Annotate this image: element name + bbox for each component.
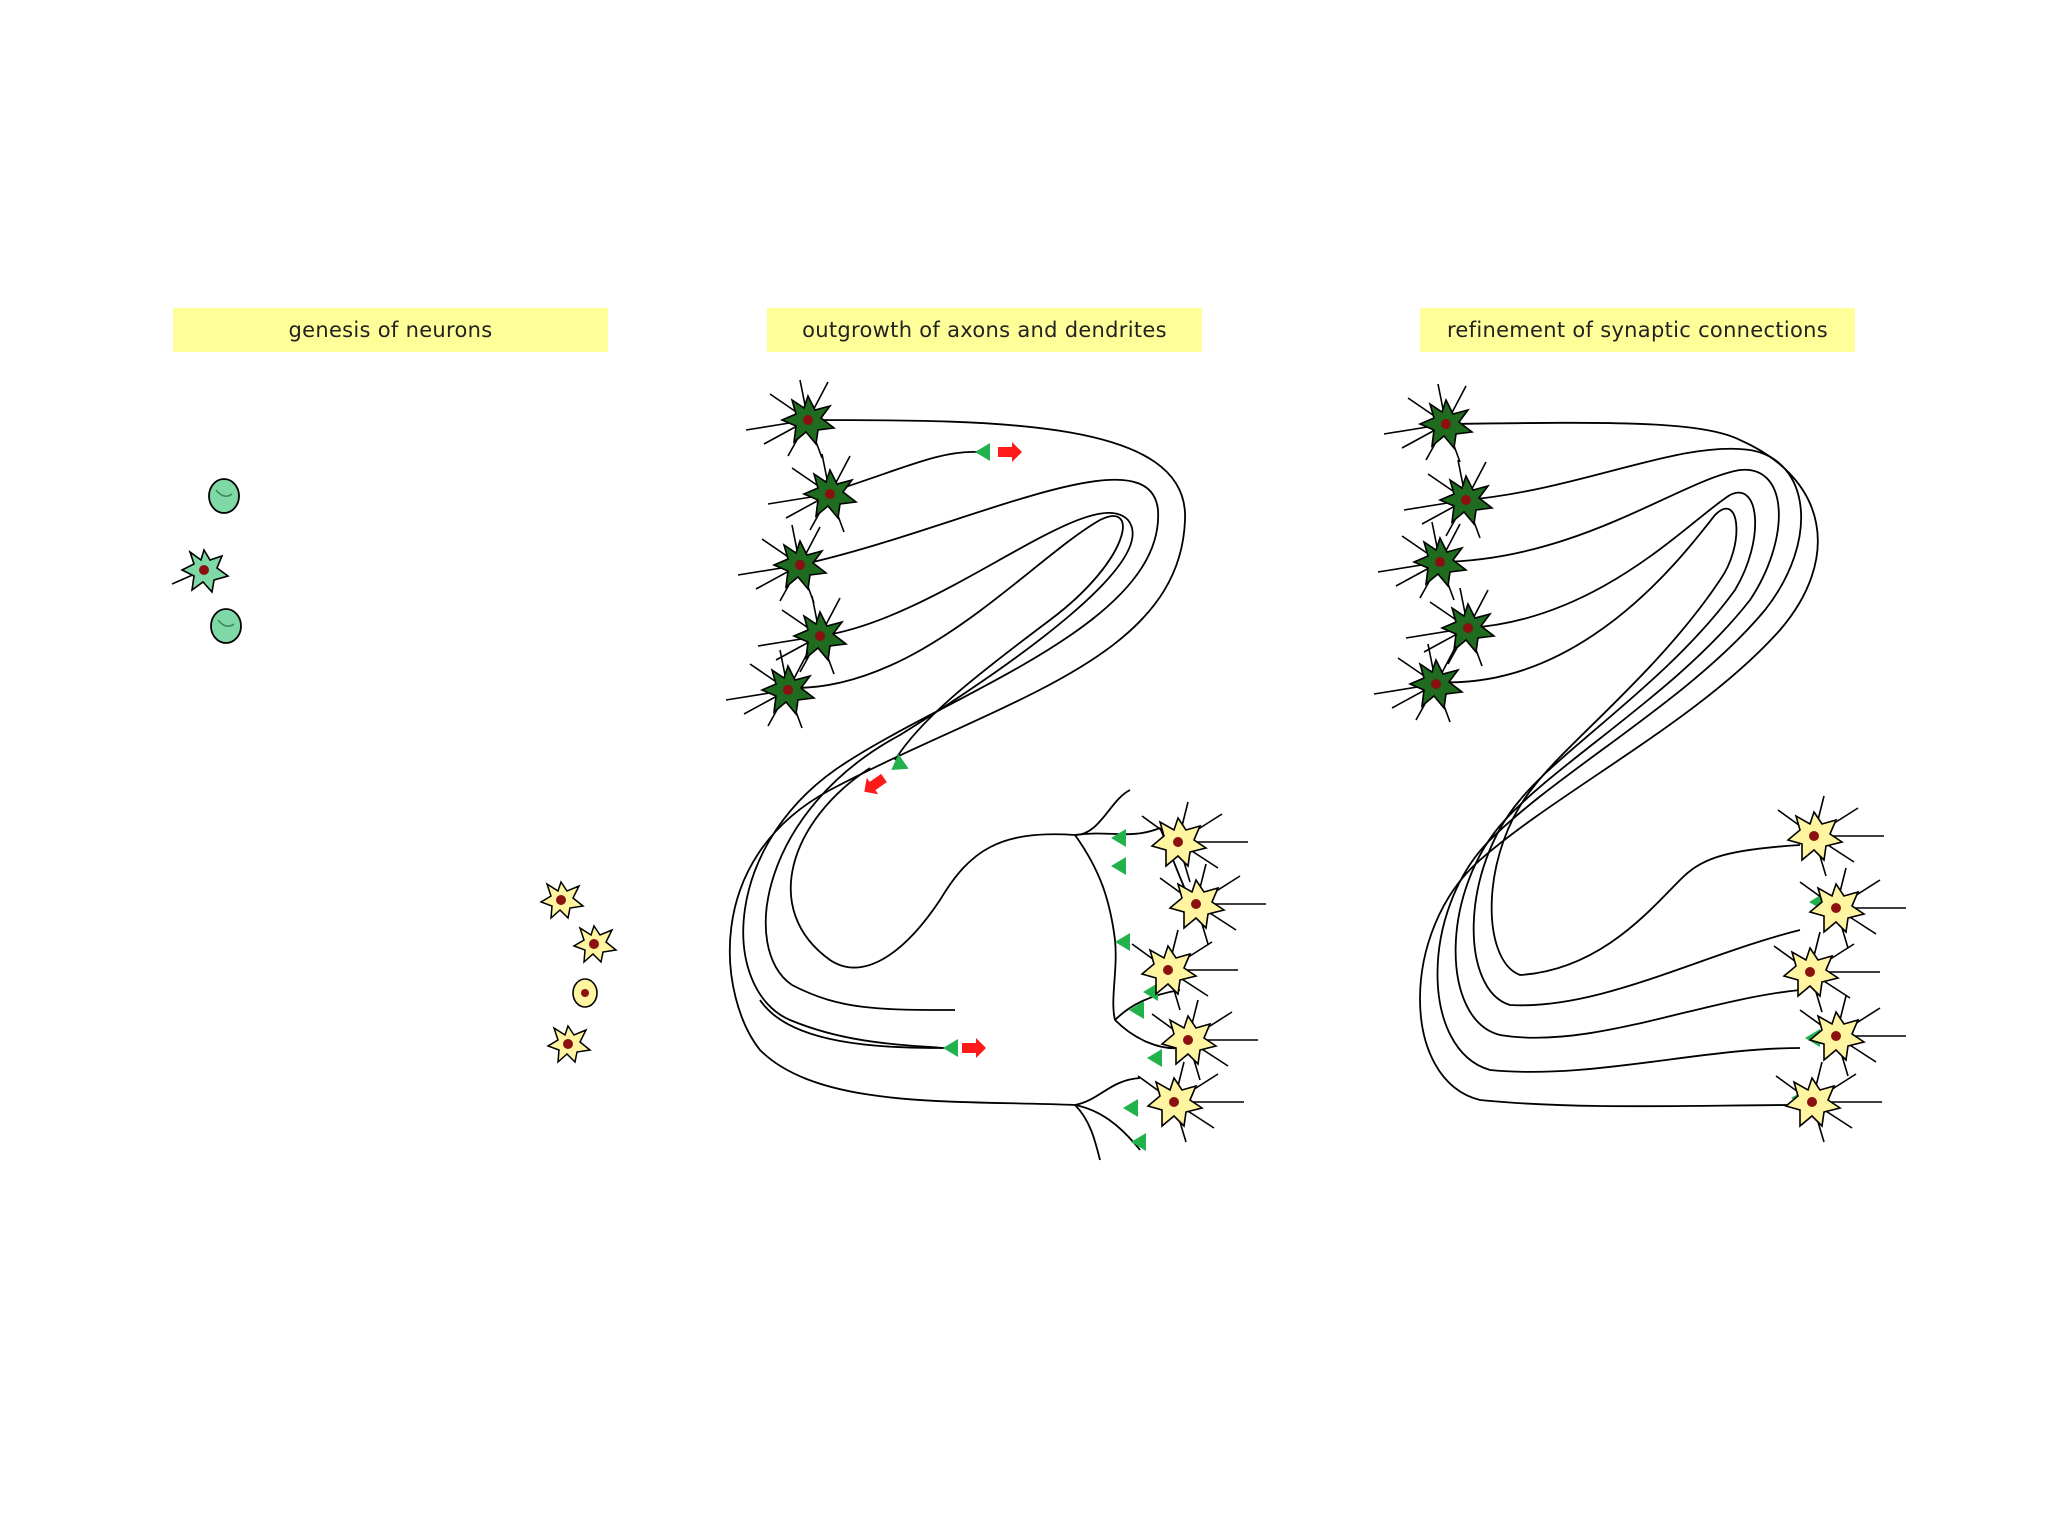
axon-path <box>791 515 1124 761</box>
axon-path <box>1467 491 1801 1007</box>
refinement-source-neurons <box>1373 383 1495 723</box>
axon-path <box>728 419 1186 1106</box>
target-neuron <box>1799 867 1907 949</box>
target-neuron <box>1159 863 1267 945</box>
growth-cone-icon <box>943 1039 958 1057</box>
guidance-arrow-icon <box>998 442 1022 462</box>
outgrowth-panel <box>728 419 1191 1161</box>
immature-target-neuron <box>547 1025 591 1063</box>
refinement-panel <box>1419 421 1819 1108</box>
source-neuron <box>1377 521 1467 601</box>
target-neuron <box>1141 801 1249 883</box>
guidance-arrow-icon <box>962 1038 986 1058</box>
target-neuron <box>1137 1061 1245 1143</box>
target-neuron <box>1775 1061 1883 1143</box>
panel-title-outgrowth: outgrowth of axons and dendrites <box>767 308 1202 352</box>
panel-title-genesis: genesis of neurons <box>173 308 608 352</box>
source-neuron <box>1383 383 1473 463</box>
progenitor-cell <box>210 608 242 644</box>
dendrite-growth-cone-icon <box>1111 857 1126 875</box>
target-progenitor-cell <box>572 978 598 1008</box>
outgrowth-source-neurons <box>725 379 857 729</box>
axon-path <box>829 451 979 493</box>
guidance-arrow-icon <box>858 769 890 800</box>
source-neuron <box>1403 459 1493 539</box>
target-neuron <box>1799 995 1907 1077</box>
axon-path <box>790 767 1076 969</box>
axon-path <box>1435 507 1801 976</box>
source-neuron <box>1405 587 1495 667</box>
target-neuron <box>1151 999 1259 1081</box>
axon-path <box>1419 421 1819 1108</box>
dividing-progenitor-neuron <box>171 548 230 594</box>
axon-path <box>742 478 1159 1049</box>
panel-title-refinement: refinement of synaptic connections <box>1420 308 1855 352</box>
source-neuron <box>745 379 835 459</box>
axon-path <box>759 999 946 1049</box>
axon-path <box>1439 469 1801 1039</box>
growth-cone-icon <box>975 443 990 461</box>
growth-cone-icon <box>886 754 909 778</box>
source-neuron <box>737 524 827 604</box>
dendrite-growth-cone-icon <box>1123 1099 1138 1117</box>
genesis-panel <box>171 478 617 1063</box>
immature-target-neuron <box>573 925 617 963</box>
source-neuron <box>1373 643 1463 723</box>
dendrite-growth-cone-icon <box>1111 829 1126 847</box>
immature-target-neuron <box>540 881 584 919</box>
progenitor-cell <box>208 478 240 514</box>
source-neuron <box>725 649 815 729</box>
refinement-target-neurons <box>1773 795 1907 1143</box>
source-neuron <box>767 453 857 533</box>
axon-path <box>765 512 1134 1011</box>
target-neuron <box>1777 795 1885 877</box>
axon-path <box>1436 447 1803 1073</box>
target-neuron <box>1773 931 1881 1013</box>
dendrite-growth-cone-icon <box>1147 1049 1162 1067</box>
outgrowth-target-neurons <box>1131 801 1267 1143</box>
dendrite-growth-cone-icon <box>1115 933 1130 951</box>
